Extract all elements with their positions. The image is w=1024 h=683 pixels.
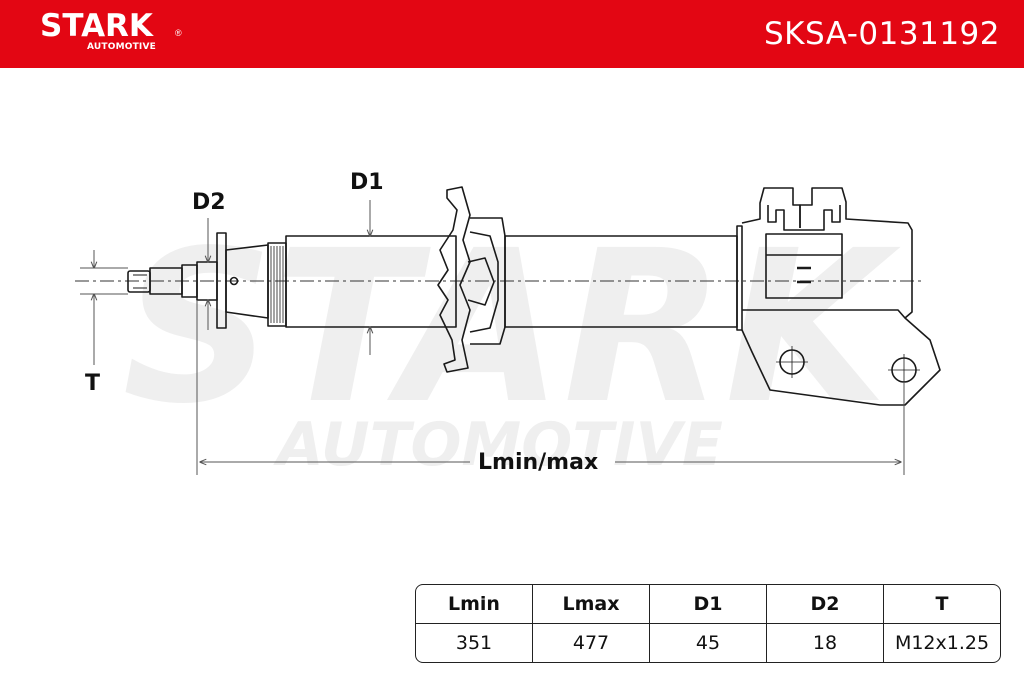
knuckle-bracket — [736, 187, 941, 406]
header-lmin: Lmin — [416, 585, 533, 624]
spec-table: Lmin Lmax D1 D2 T 351 477 45 18 M12x1.25 — [415, 584, 1001, 663]
header-d1: D1 — [650, 585, 767, 624]
dust-boot — [267, 242, 287, 327]
header-bar: STARK ® AUTOMOTIVE SKSA-0131192 — [0, 0, 1024, 68]
brand-subtitle: AUTOMOTIVE — [87, 42, 156, 52]
brand-logo: STARK ® AUTOMOTIVE — [40, 8, 182, 52]
label-length: Lmin/max — [478, 450, 599, 475]
label-d2: D2 — [192, 190, 226, 215]
value-t: M12x1.25 — [894, 632, 990, 654]
label-t: T — [85, 371, 101, 396]
t-dimension — [80, 250, 128, 365]
value-lmin: 351 — [416, 624, 533, 662]
value-d1: 45 — [650, 624, 767, 662]
value-d2: 18 — [767, 624, 884, 662]
spec-table-header-row: Lmin Lmax D1 D2 T — [416, 585, 1000, 624]
brand-name: STARK — [40, 8, 153, 44]
header-d2: D2 — [767, 585, 884, 624]
brand-registered-mark: ® — [175, 28, 182, 38]
header-t: T — [884, 585, 1000, 624]
label-d1: D1 — [350, 170, 384, 195]
value-lmax: 477 — [533, 624, 650, 662]
length-dimension — [196, 300, 905, 475]
header-lmax: Lmax — [533, 585, 650, 624]
part-number: SKSA-0131192 — [763, 16, 1000, 52]
spec-table-value-row: 351 477 45 18 M12x1.25 — [416, 624, 1000, 662]
spring-seat — [437, 186, 506, 373]
